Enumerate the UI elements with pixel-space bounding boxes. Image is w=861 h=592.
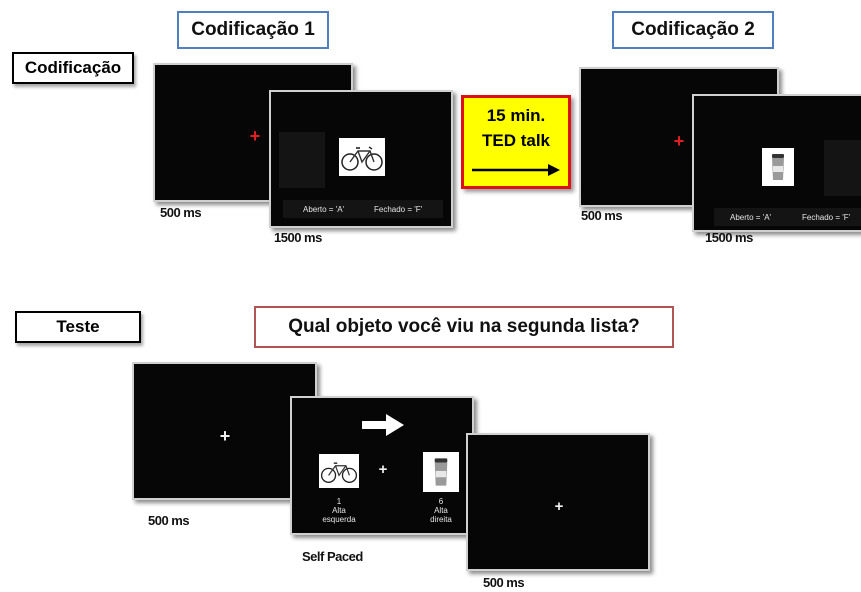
question-box: Qual objeto você viu na segunda lista? xyxy=(254,306,674,348)
cup-icon xyxy=(434,458,448,486)
left-option-line2: esquerda xyxy=(322,515,356,524)
right-option-number: 6 xyxy=(438,497,444,506)
prompt-closed-label: Fechado = 'F' xyxy=(374,205,423,214)
title-codificacao-2: Codificação 2 xyxy=(612,11,774,49)
white-fixation-cross: + xyxy=(219,426,231,446)
left-option-label: 1 Alta esquerda xyxy=(314,497,364,524)
dark-panel xyxy=(279,132,325,188)
right-option-label: 6 Alta direita xyxy=(416,497,466,524)
test-end-screen: + xyxy=(466,433,650,571)
dark-panel-2 xyxy=(824,140,861,196)
break-line-1: 15 min. xyxy=(486,106,546,125)
red-fixation-cross-2: + xyxy=(673,131,685,151)
title-codificacao-1: Codificação 1 xyxy=(177,11,329,49)
red-fixation-cross: + xyxy=(249,126,261,146)
encoding1-fixation-duration: 500 ms xyxy=(160,205,202,220)
label-codificacao: Codificação xyxy=(12,52,134,84)
right-option-line1: Alta xyxy=(434,506,448,515)
prompt-strip xyxy=(283,200,443,218)
encoding2-stimulus-duration: 1500 ms xyxy=(705,230,753,245)
prompt-strip-2 xyxy=(714,208,861,226)
big-arrow-right-icon xyxy=(362,414,404,436)
test-choice-duration: Self Paced xyxy=(302,549,363,564)
bicycle-option-image xyxy=(319,454,359,488)
break-line-2: TED talk xyxy=(481,131,551,150)
cup-option-image xyxy=(423,452,459,492)
test-choice-screen: + 1 Alta esquerda 6 Alta direita xyxy=(290,396,474,535)
center-cross: + xyxy=(378,461,388,478)
encoding1-stimulus-screen: Aberto = 'A' Fechado = 'F' xyxy=(269,90,453,228)
bicycle-icon xyxy=(341,146,383,171)
encoding2-stimulus-screen: Aberto = 'A' Fechado = 'F' xyxy=(692,94,861,232)
prompt-open-label: Aberto = 'A' xyxy=(303,205,345,214)
test-fixation-duration: 500 ms xyxy=(148,513,190,528)
encoding2-fixation-duration: 500 ms xyxy=(581,208,623,223)
encoding1-stimulus-duration: 1500 ms xyxy=(274,230,322,245)
prompt-open-label-2: Aberto = 'A' xyxy=(730,213,772,222)
arrow-right-icon xyxy=(472,164,560,176)
bicycle-image xyxy=(339,138,385,176)
break-box: 15 min. TED talk xyxy=(461,95,571,189)
label-teste: Teste xyxy=(15,311,141,343)
prompt-closed-label-2: Fechado = 'F' xyxy=(802,213,851,222)
white-fixation-cross-end: + xyxy=(554,498,564,515)
bicycle-icon xyxy=(320,462,358,483)
cup-icon xyxy=(772,154,784,180)
left-option-line1: Alta xyxy=(332,506,346,515)
cup-image xyxy=(762,148,794,186)
left-option-number: 1 xyxy=(336,497,342,506)
right-option-line2: direita xyxy=(430,515,452,524)
test-end-duration: 500 ms xyxy=(483,575,525,590)
test-fixation-screen: + xyxy=(132,362,317,500)
